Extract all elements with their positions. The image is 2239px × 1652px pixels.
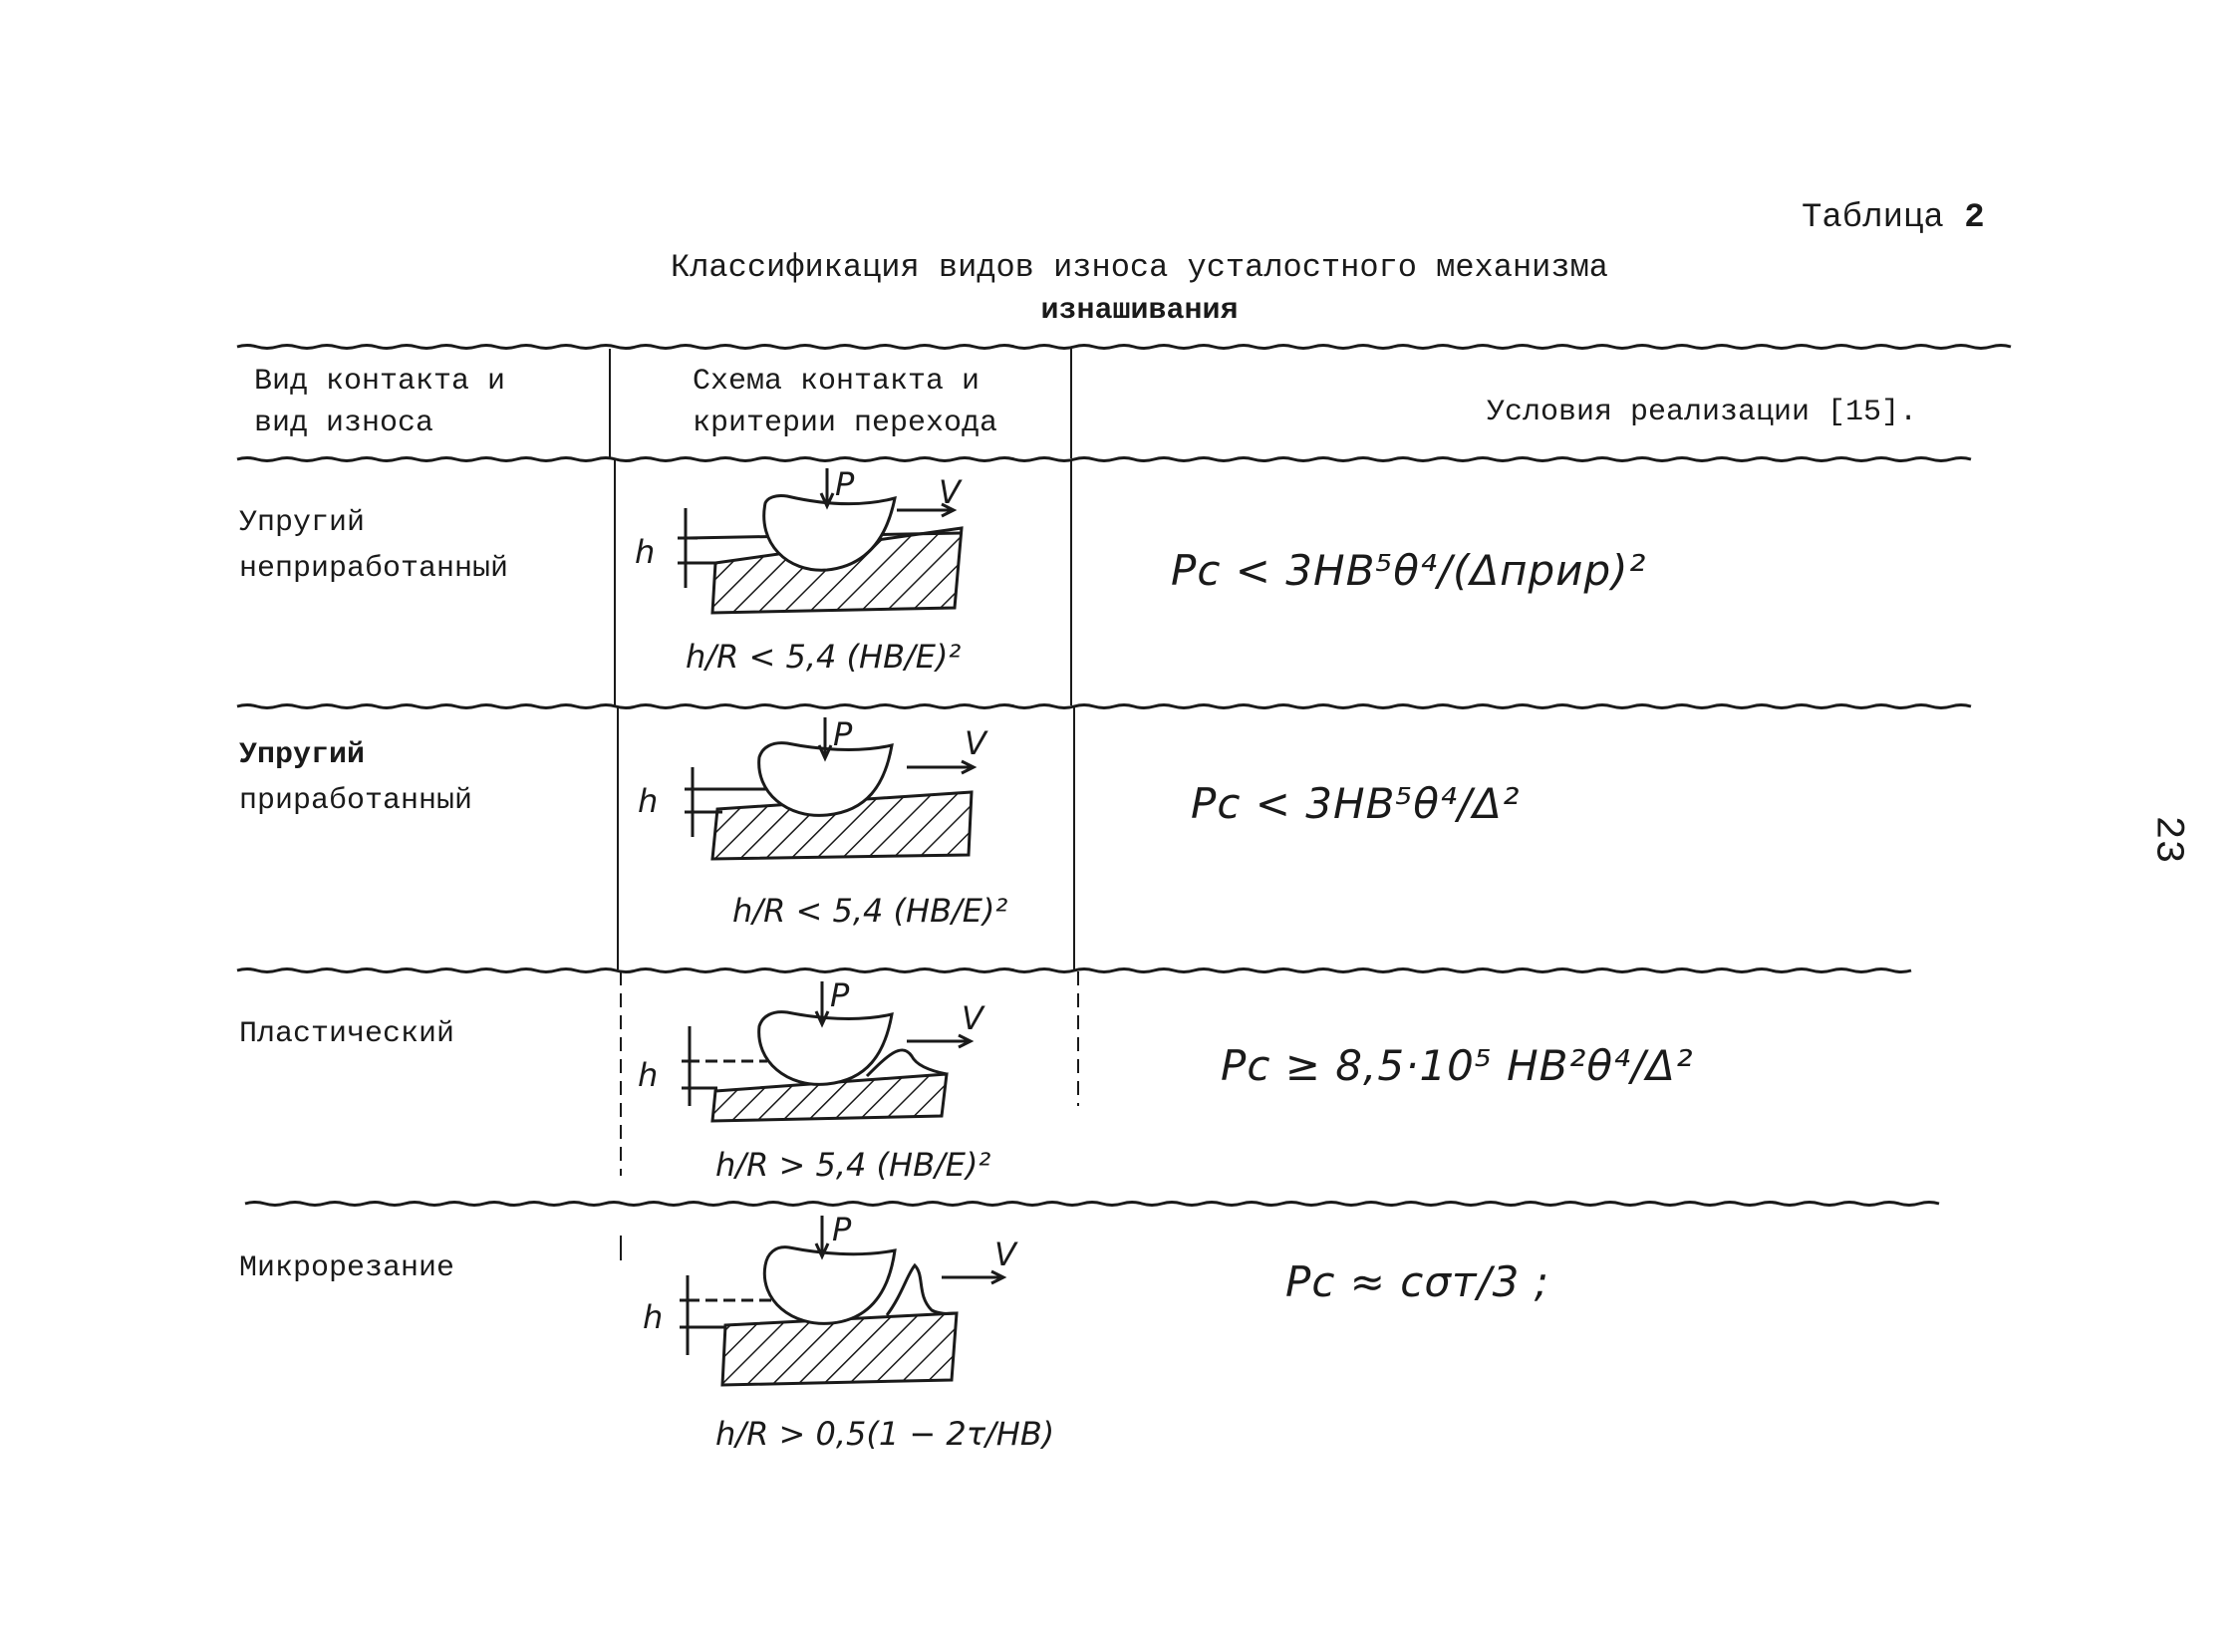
- header-col-contact-type: Вид контакта и вид износа: [254, 361, 505, 444]
- contact-scheme-1: [678, 468, 964, 615]
- row4-label-line1: Микрорезание: [239, 1251, 455, 1285]
- table-title-continued: изнашивания: [1040, 294, 1239, 328]
- header-col2-line2: критерии перехода: [693, 407, 998, 440]
- scheme4-depth-label: h: [643, 1298, 663, 1336]
- row2-label-line2: приработанный: [239, 784, 473, 818]
- scheme4-velocity-label: V: [994, 1236, 1018, 1273]
- scheme4-load-label: P: [832, 1211, 852, 1248]
- rule-row1-bottom: [236, 703, 1972, 709]
- contact-scheme-2: [685, 717, 978, 861]
- scheme3-load-label: P: [830, 976, 850, 1014]
- scheme2-load-label: P: [833, 715, 853, 753]
- table-label-number: 2: [1964, 199, 1985, 237]
- row2-wear-type: Упругий приработанный: [239, 732, 472, 824]
- scheme1-load-label: P: [835, 465, 855, 503]
- header-col1-line2: вид износа: [254, 407, 434, 440]
- row1-label-line2: неприработанный: [239, 552, 509, 586]
- contact-scheme-4: [680, 1216, 1007, 1387]
- header-col-scheme: Схема контакта и критерии перехода: [693, 361, 997, 444]
- row1-condition: Pc < 3HB⁵θ⁴/(Δприр)²: [1171, 546, 1647, 595]
- row3-transition-criterion: h/R > 5,4 (HB/E)²: [715, 1146, 991, 1184]
- row4-condition: Pc ≈ cσт/3 ;: [1285, 1257, 1549, 1306]
- scheme1-depth-label: h: [635, 533, 655, 571]
- row2-transition-criterion: h/R < 5,4 (HB/E)²: [732, 892, 1008, 930]
- rule-header-bottom: [236, 456, 1972, 462]
- row4-wear-type: Микрорезание: [239, 1245, 454, 1291]
- row2-label-line1: Упругий: [239, 738, 366, 772]
- rule-row3-bottom: [244, 1201, 1940, 1207]
- row4-transition-criterion: h/R > 0,5(1 − 2τ/HB): [715, 1415, 1055, 1453]
- scheme1-velocity-label: V: [939, 473, 963, 511]
- header-col-conditions: Условия реализации [15].: [1487, 396, 1918, 429]
- scheme3-velocity-label: V: [962, 999, 985, 1037]
- header-col1-line1: Вид контакта и: [254, 365, 506, 399]
- row2-condition: Pc < 3HB⁵θ⁴/Δ²: [1191, 779, 1521, 828]
- scheme2-depth-label: h: [638, 782, 658, 820]
- row1-wear-type: Упругий неприработанный: [239, 500, 508, 592]
- table-title: Классификация видов износа усталостного …: [671, 249, 1608, 286]
- page-number: 23: [2144, 815, 2190, 864]
- scheme2-velocity-label: V: [965, 724, 988, 762]
- scheme3-depth-label: h: [638, 1056, 658, 1094]
- row3-condition: Pc ≥ 8,5·10⁵ HB²θ⁴/Δ²: [1221, 1041, 1694, 1090]
- row3-label-line1: Пластический: [239, 1017, 455, 1051]
- table-label: Таблица 2: [1802, 199, 1985, 237]
- row1-transition-criterion: h/R < 5,4 (HB/E)²: [686, 638, 962, 676]
- row3-wear-type: Пластический: [239, 1011, 454, 1057]
- row1-label-line1: Упругий: [239, 506, 366, 540]
- table-label-word: Таблица: [1802, 199, 1944, 237]
- rule-row2-bottom: [236, 967, 1912, 973]
- header-col2-line1: Схема контакта и: [693, 365, 980, 399]
- rule-top: [236, 344, 2012, 350]
- contact-scheme-3: [682, 981, 975, 1123]
